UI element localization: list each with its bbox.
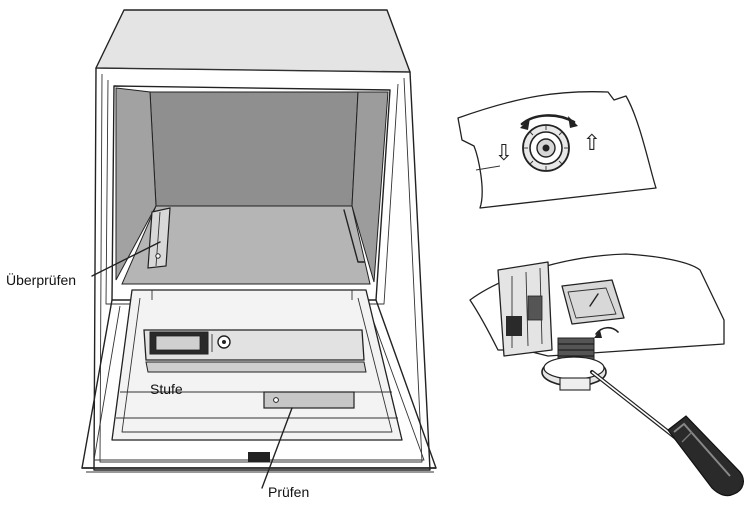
screwdriver-icon (667, 415, 744, 497)
cavity-floor (121, 205, 371, 285)
cabinet-top (95, 9, 411, 73)
label-ueberpruefen: Überprüfen (6, 272, 77, 288)
label-stufe: Stufe (150, 381, 183, 397)
arrow-up-icon: ⇧ (583, 131, 601, 156)
screwdriver-adjust-detail (469, 253, 744, 497)
cabinet-frame (93, 67, 431, 471)
label-pruefen: Prüfen (268, 484, 310, 500)
arrow-down-icon: ⇩ (495, 141, 513, 166)
dishwasher-illustration (81, 9, 437, 489)
cavity-back-wall (149, 91, 359, 207)
level-check-bar (263, 391, 355, 409)
leader-line-pruefen (261, 407, 293, 489)
left-rail-check-point (147, 207, 171, 269)
foot-adjust-detail: ⇩ ⇧ (457, 91, 657, 209)
leader-line-ueberpruefen (91, 241, 161, 277)
